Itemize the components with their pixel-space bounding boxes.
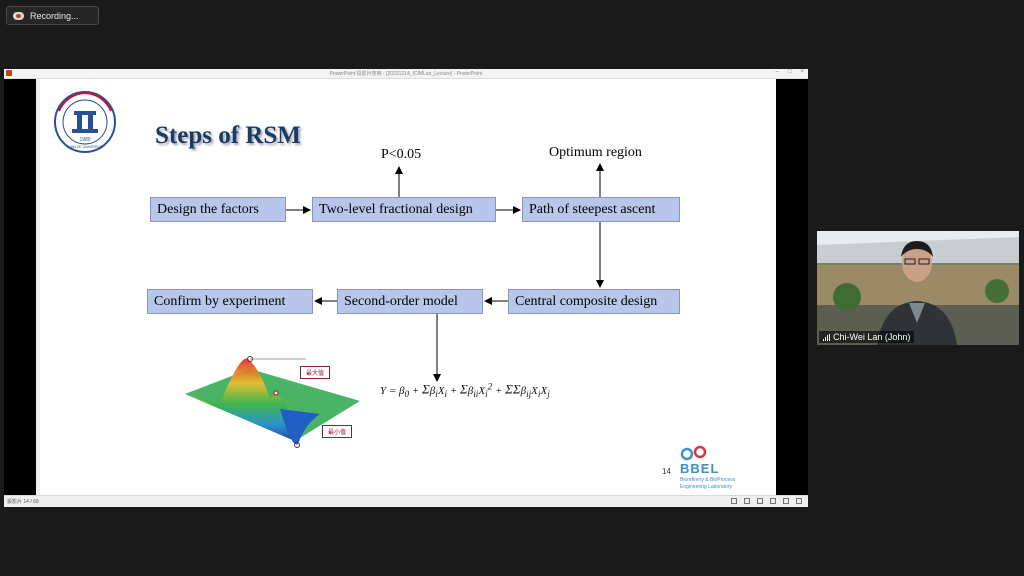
comments-icon[interactable] [757,498,763,504]
close-button[interactable]: × [800,69,804,75]
reading-view-icon[interactable] [796,498,802,504]
status-bar: 投影片 14 / 69 [4,495,808,507]
box-two-level-design: Two-level fractional design [312,197,496,222]
signal-strength-icon [823,333,830,341]
min-value-label: 最小值 [322,425,353,438]
letterbox-right [776,79,808,495]
slide-title: Steps of RSM [155,122,301,149]
view-controls [731,498,802,504]
participant-video[interactable]: Chi-Wei Lan (John) [817,231,1019,345]
participant-name-tag: Chi-Wei Lan (John) [819,331,915,343]
page-number: 14 [662,467,671,476]
bbel-name: BBEL [680,461,720,476]
display-settings-icon[interactable] [744,498,750,504]
regression-equation: Y = β0 + ΣβiXi + ΣβiiXi2 + ΣΣβijXiXj [380,381,550,399]
p-value-label: P<0.05 [381,147,422,162]
slide-counter: 投影片 14 / 69 [7,499,39,505]
window-controls: – □ × [776,69,804,75]
recording-label: Recording... [30,10,79,21]
max-value-label: 最大值 [300,366,331,379]
normal-view-icon[interactable] [770,498,776,504]
minimize-button[interactable]: – [775,69,779,75]
participant-name: Chi-Wei Lan (John) [833,332,911,342]
university-logo: 1989 YUAN ZE UNIVERSITY [54,91,116,153]
bbel-subtitle: Biorefinery & BioProcess Engineering Lab… [680,477,736,490]
box-central-composite: Central composite design [508,289,680,314]
window-title: PowerPoint 投影片放映 - [20221214_ICIMLan_Lec… [329,71,483,77]
response-surface-image [180,349,365,449]
notes-icon[interactable] [731,498,737,504]
bbel-logo: BBEL Biorefinery & BioProcess Engineerin… [676,445,774,495]
box-design-factors: Design the factors [150,197,286,222]
logo-year: 1989 [79,137,90,143]
powerpoint-icon [6,70,12,76]
slide: 1989 YUAN ZE UNIVERSITY Steps of RSM P<0… [40,79,776,495]
record-icon [13,11,24,20]
box-steepest-ascent: Path of steepest ascent [522,197,680,222]
letterbox-left [4,79,36,495]
box-second-order: Second-order model [337,289,483,314]
slide-sorter-icon[interactable] [783,498,789,504]
window-titlebar: PowerPoint 投影片放映 - [20221214_ICIMLan_Lec… [4,69,808,79]
shared-screen-window: PowerPoint 投影片放映 - [20221214_ICIMLan_Lec… [4,69,808,507]
flow-arrows [286,163,604,382]
logo-text: YUAN ZE UNIVERSITY [66,145,105,149]
box-confirm: Confirm by experiment [147,289,313,314]
optimum-region-label: Optimum region [549,145,642,160]
maximize-button[interactable]: □ [787,69,792,75]
recording-indicator[interactable]: Recording... [6,6,99,25]
